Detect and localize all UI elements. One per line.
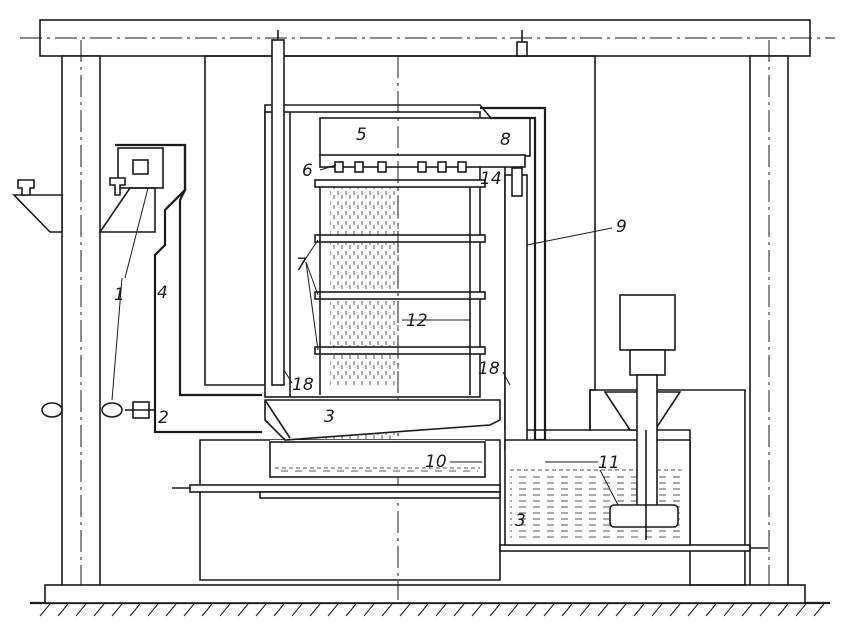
label-5: 5: [356, 125, 367, 145]
ground-hatch-tick: [669, 603, 681, 617]
ground-hatch-tick: [93, 603, 105, 617]
ground-hatch-tick: [201, 603, 213, 617]
probe-tube: [271, 30, 285, 386]
ground-hatch-tick: [273, 603, 285, 617]
label-8: 8: [500, 130, 511, 150]
ground-hatch-tick: [615, 603, 627, 617]
ground-hatch-tick: [561, 603, 573, 617]
ground-hatch-tick: [741, 603, 753, 617]
ground-hatch-tick: [255, 603, 267, 617]
ground-hatch-tick: [579, 603, 591, 617]
ground-hatch-tick: [345, 603, 357, 617]
label-2: 2: [158, 408, 169, 428]
ground-hatch-tick: [417, 603, 429, 617]
ground-hatch-tick: [147, 603, 159, 617]
bottom-tank: [269, 441, 486, 478]
label-9: 9: [616, 217, 627, 237]
ground-hatch-tick: [705, 603, 717, 617]
label-12: 12: [406, 311, 428, 331]
ground-hatch-tick: [507, 603, 519, 617]
top-beam: [20, 19, 835, 57]
label-3-reservoir: 3: [515, 511, 526, 531]
label-6: 6: [302, 161, 313, 181]
label-14: 14: [480, 169, 502, 189]
ground: [30, 601, 830, 617]
ground-hatch-tick: [57, 603, 69, 617]
base-plate: [44, 584, 806, 604]
ground-hatch-tick: [165, 603, 177, 617]
ground-hatch-tick: [453, 603, 465, 617]
ground-hatch-tick: [309, 603, 321, 617]
spray-zone: [330, 185, 400, 385]
ground-hatch-tick: [777, 603, 789, 617]
tray: [264, 399, 501, 441]
ground-hatch-tick: [651, 603, 663, 617]
ground-hatch-tick: [219, 603, 231, 617]
ground-hatch-tick: [399, 603, 411, 617]
ground-hatch-tick: [597, 603, 609, 617]
carrier-frame: [98, 143, 262, 434]
ground-hatch-tick: [363, 603, 375, 617]
ground-hatch-tick: [111, 603, 123, 617]
ground-hatch-tick: [75, 603, 87, 617]
label-18-left: 18: [292, 375, 314, 395]
right-column: [749, 40, 789, 600]
shelves: [314, 179, 486, 395]
ground-hatch-tick: [291, 603, 303, 617]
riser-pipe: [480, 106, 615, 546]
ground-hatch-tick: [525, 603, 537, 617]
ground-hatch-tick: [687, 603, 699, 617]
ground-hatch-tick: [633, 603, 645, 617]
spray-header: [319, 154, 526, 173]
label-18-right: 18: [478, 359, 500, 379]
part-labels: 1 2 3 3 4 5 6 7 8 9 10 11 12 14 18 18: [114, 125, 627, 531]
label-3-tray: 3: [324, 407, 335, 427]
label-10: 10: [425, 452, 447, 472]
leaders: [111, 164, 619, 506]
ground-hatch-tick: [543, 603, 555, 617]
ground-hatch-tick: [39, 603, 51, 617]
ground-hatch-tick: [237, 603, 249, 617]
label-11: 11: [598, 453, 620, 473]
ground-hatch-tick: [723, 603, 735, 617]
ground-hatch-tick: [435, 603, 447, 617]
rollers: [41, 401, 155, 419]
ground-hatch-tick: [489, 603, 501, 617]
label-1: 1: [114, 285, 125, 305]
ground-hatch-tick: [381, 603, 393, 617]
ground-hatch-tick: [813, 603, 825, 617]
ground-hatch-tick: [759, 603, 771, 617]
label-7: 7: [296, 255, 307, 275]
pump-motor: [603, 294, 682, 540]
ground-hatch-tick: [795, 603, 807, 617]
ground-hatch-tick: [327, 603, 339, 617]
left-column: [61, 40, 101, 600]
ground-hatch-tick: [183, 603, 195, 617]
label-4: 4: [157, 283, 168, 303]
ground-hatch-tick: [471, 603, 483, 617]
ground-hatch-tick: [129, 603, 141, 617]
rail-bracket: [12, 179, 63, 233]
